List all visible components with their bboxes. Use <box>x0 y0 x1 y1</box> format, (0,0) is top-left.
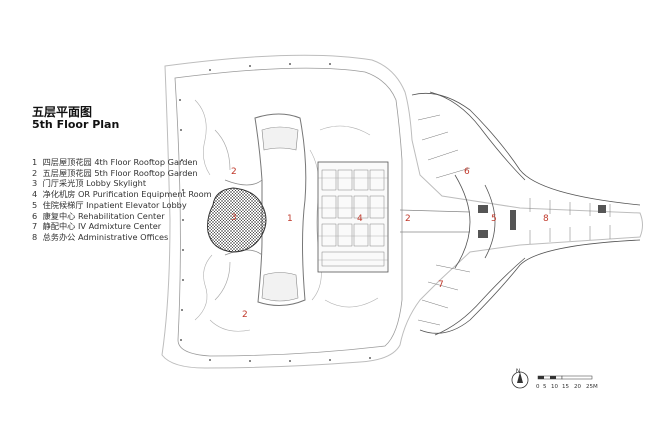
legend-item: 3 门厅采光顶 Lobby Skylight <box>32 178 147 189</box>
building-outline <box>161 54 643 369</box>
area-label-3: 3 <box>231 213 237 223</box>
legend-item: 7 静配中心 IV Admixture Center <box>32 221 162 232</box>
scale-tick: 10 <box>551 384 558 390</box>
legend-item: 6 康复中心 Rehabilitation Center <box>32 210 165 221</box>
area-label-7: 7 <box>438 280 444 290</box>
area-label-2: 2 <box>405 214 411 224</box>
scale-tick: 25M <box>586 384 598 390</box>
area-label-1: 1 <box>287 214 293 224</box>
scale-tick: 0 <box>536 384 540 390</box>
legend-item: 1 四层屋顶花园 4th Floor Rooftop Garden <box>32 157 198 167</box>
area-label-5: 5 <box>491 214 497 224</box>
tower-block <box>411 91 641 336</box>
area-label-2: 2 <box>242 310 248 320</box>
equipment-room <box>317 161 389 273</box>
area-label-4: 4 <box>357 214 363 224</box>
legend: 1 四层屋顶花园 4th Floor Rooftop Garden 2 五层屋顶… <box>32 157 212 243</box>
lobby-skylight <box>207 187 267 253</box>
scale-tick: 5 <box>543 384 547 390</box>
legend-item: 2 五层屋顶花园 5th Floor Rooftop Garden <box>32 167 198 178</box>
area-label-8: 8 <box>543 214 549 224</box>
area-label-6: 6 <box>464 167 470 177</box>
legend-item: 4 净化机房 OR Purification Equipment Room <box>32 189 212 200</box>
scale-tick: 15 <box>562 384 569 390</box>
legend-item: 8 总务办公 Administrative Offices <box>32 231 169 242</box>
plan-title-en: 5th Floor Plan <box>32 118 120 131</box>
legend-item: 5 住院候梯厅 Inpatient Elevator Lobby <box>32 199 187 210</box>
scale-tick: 20 <box>574 384 581 390</box>
scale-bar <box>537 375 593 380</box>
plan-title-cn: 五层平面图 <box>32 105 93 119</box>
perimeter-columns <box>179 63 371 362</box>
north-label: N <box>516 369 521 375</box>
area-label-2: 2 <box>231 167 237 177</box>
